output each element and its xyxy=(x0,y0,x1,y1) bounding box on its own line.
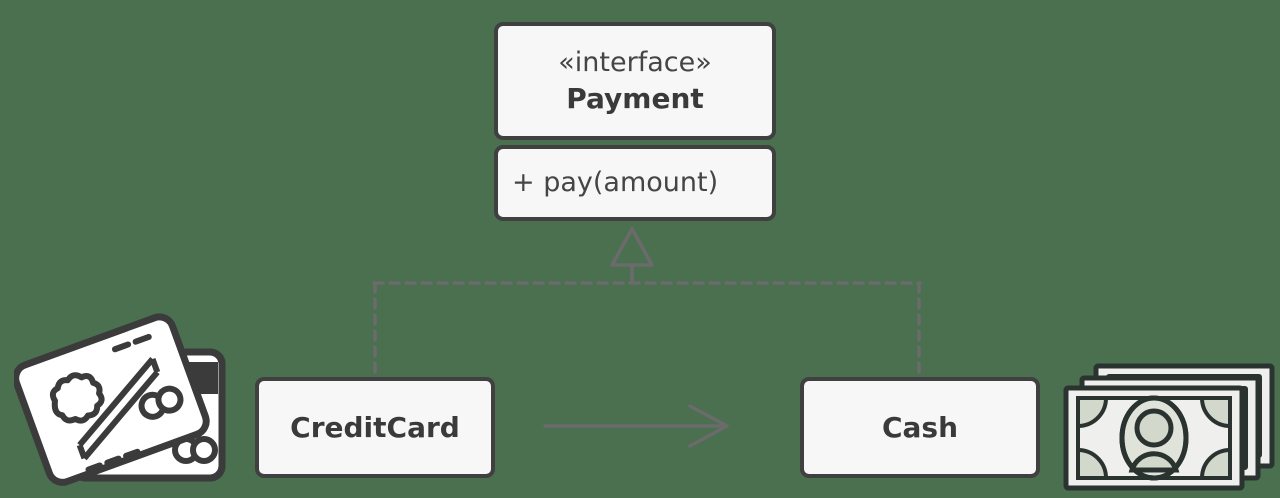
class-box-payment-operations[interactable]: + pay(amount) xyxy=(494,145,776,221)
front-card-icon xyxy=(14,313,210,486)
class-box-payment-header[interactable]: «interface» Payment xyxy=(494,22,776,140)
payment-class-name: Payment xyxy=(566,82,704,116)
class-box-cash[interactable]: Cash xyxy=(800,377,1040,478)
cash-class-name: Cash xyxy=(881,411,959,444)
realization-arrowhead-icon xyxy=(610,227,654,284)
payment-operation-pay: + pay(amount) xyxy=(512,167,719,199)
payment-stereotype: «interface» xyxy=(558,46,712,78)
banknote-stack-icon xyxy=(1063,363,1275,491)
creditcard-class-name: CreditCard xyxy=(290,411,460,444)
class-box-creditcard[interactable]: CreditCard xyxy=(255,377,495,478)
banknote-front xyxy=(1063,385,1245,491)
credit-card-stack-icon xyxy=(14,313,226,486)
association-arrow xyxy=(543,404,729,448)
